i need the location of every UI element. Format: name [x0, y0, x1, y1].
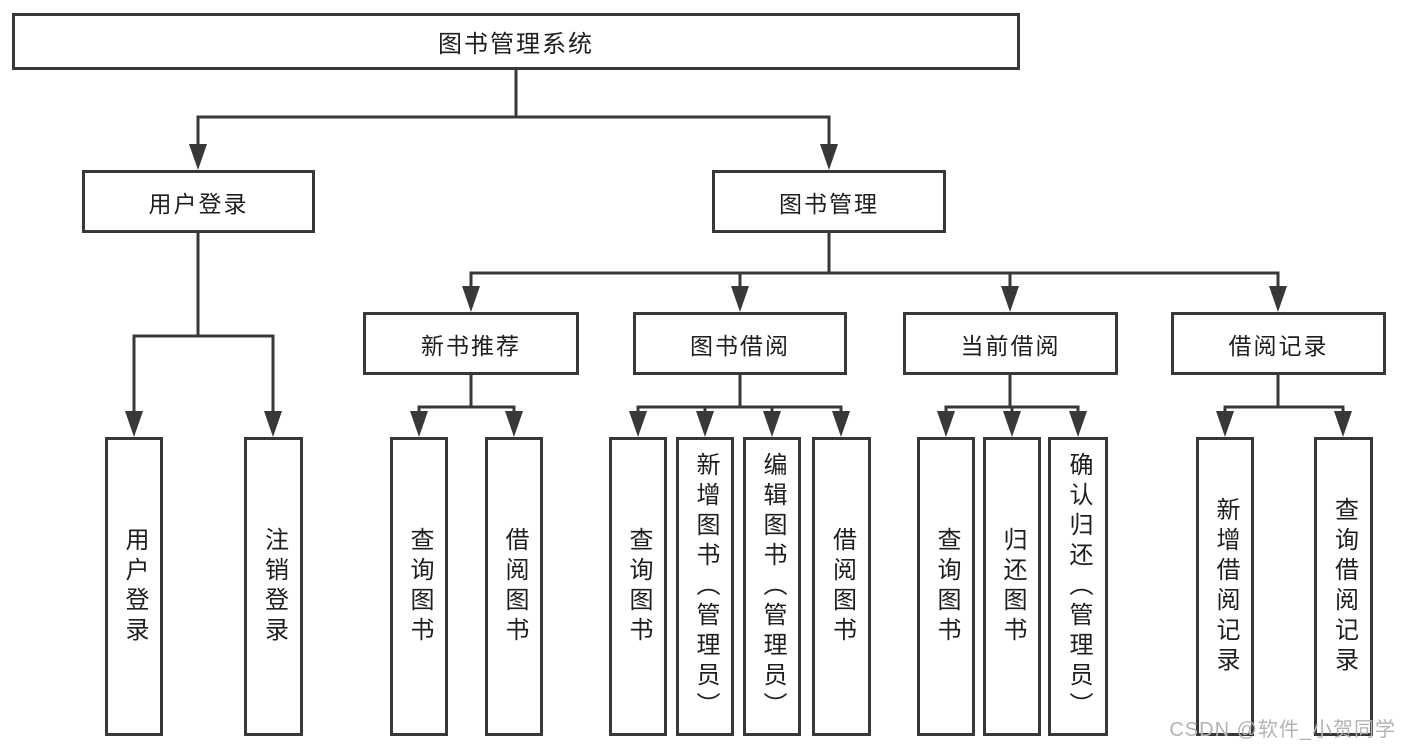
leaf-add-borrow-record: 新增借阅记录: [1196, 437, 1254, 736]
node-book-management: 图书管理: [712, 170, 946, 233]
arrow-down-icon: [1269, 286, 1287, 312]
leaf-confirm-return-admin: 确认归还（管理员）: [1048, 437, 1108, 736]
node-book-borrow: 图书借阅: [633, 312, 847, 375]
arrow-down-icon: [937, 411, 955, 437]
arrow-down-icon: [731, 286, 749, 312]
arrow-down-icon: [462, 286, 480, 312]
node-new-book-recommend: 新书推荐: [363, 312, 579, 375]
arrow-down-icon: [820, 144, 838, 170]
leaf-borrow-books: 借阅图书: [485, 437, 543, 736]
node-current-borrow: 当前借阅: [903, 312, 1118, 375]
arrow-down-icon: [696, 411, 714, 437]
arrow-down-icon: [629, 411, 647, 437]
arrow-down-icon: [1003, 411, 1021, 437]
node-user-login: 用户登录: [82, 170, 315, 233]
arrow-down-icon: [832, 411, 850, 437]
leaf-logout: 注销登录: [244, 437, 303, 736]
arrow-down-icon: [189, 144, 207, 170]
leaf-user-login: 用户登录: [105, 437, 163, 736]
csdn-watermark: CSDN @软件_小贺同学: [1169, 719, 1396, 741]
arrow-down-icon: [505, 411, 523, 437]
arrow-down-icon: [1334, 411, 1352, 437]
arrow-down-icon: [1216, 411, 1234, 437]
arrow-down-icon: [264, 411, 282, 437]
leaf-add-books-admin: 新增图书（管理员）: [676, 437, 734, 736]
leaf-borrow-books: 借阅图书: [812, 437, 871, 736]
arrow-down-icon: [410, 411, 428, 437]
arrow-down-icon: [1069, 411, 1087, 437]
leaf-edit-books-admin: 编辑图书（管理员）: [743, 437, 801, 736]
arrow-down-icon: [763, 411, 781, 437]
node-borrow-records: 借阅记录: [1171, 312, 1386, 375]
arrow-down-icon: [125, 411, 143, 437]
leaf-query-books: 查询图书: [609, 437, 667, 736]
leaf-return-books: 归还图书: [983, 437, 1041, 736]
leaf-query-books: 查询图书: [390, 437, 448, 736]
leaf-query-books: 查询图书: [917, 437, 975, 736]
node-library-management-system: 图书管理系统: [12, 13, 1020, 70]
arrow-down-icon: [1001, 286, 1019, 312]
leaf-query-borrow-record: 查询借阅记录: [1314, 437, 1373, 736]
